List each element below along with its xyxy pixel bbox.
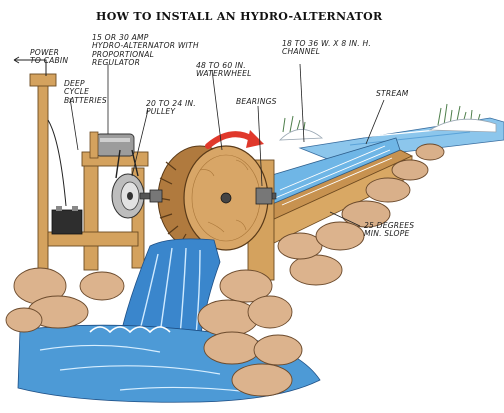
label-stream: STREAM [376,90,408,98]
label-slope: 25 DEGREES MIN. SLOPE [364,222,414,239]
label-pulley: 20 TO 24 IN. PULLEY [146,100,196,117]
label-batteries: DEEP CYCLE BATTERIES [64,80,107,105]
label-bearings: BEARINGS [236,98,277,106]
rotation-arrow [208,130,264,148]
alternator [90,132,134,158]
batteries [52,206,82,234]
waterwheel [158,146,268,250]
label-channel: 18 TO 36 W. x 8 IN. H. CHANNEL [282,40,371,57]
label-alternator: 15 OR 30 AMP HYDRO-ALTERNATOR WITH PROPO… [92,34,199,68]
label-power-to-cabin: POWER TO CABIN [30,49,68,66]
label-waterwheel: 48 TO 60 IN. WATERWHEEL [196,62,252,79]
